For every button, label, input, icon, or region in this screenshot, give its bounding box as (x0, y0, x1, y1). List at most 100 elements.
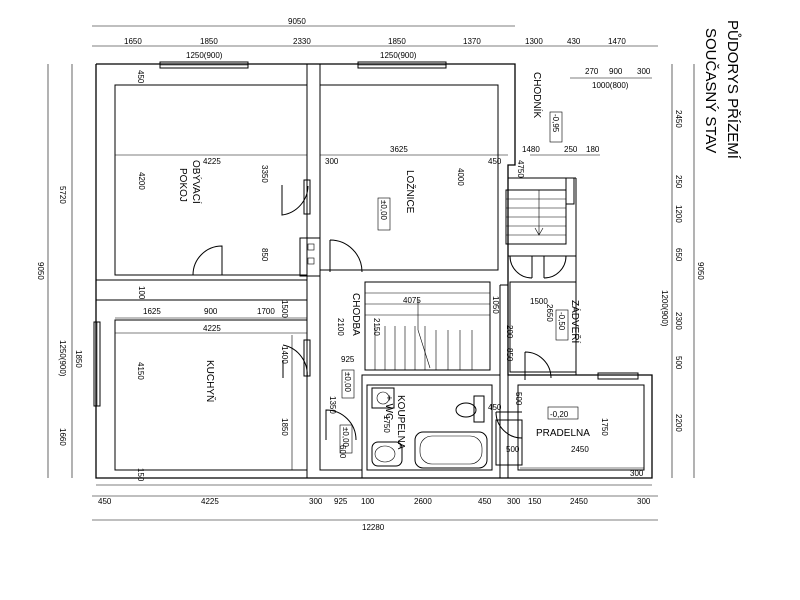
dim-left-1660: 1660 (58, 428, 67, 446)
window (565, 177, 575, 205)
dim-180: 180 (586, 145, 600, 154)
title-block: PŮDORYS PŘÍZEMÍ SOUČASNÝ STAV (702, 20, 742, 160)
dim-top: 1850 (200, 37, 218, 46)
vent-square (307, 257, 315, 265)
dim-300: 300 (637, 67, 651, 76)
dim-top: 1370 (463, 37, 481, 46)
dim-850: 850 (260, 248, 269, 262)
toilet (455, 402, 477, 418)
washbasin (371, 441, 403, 467)
dim-270: 270 (585, 67, 599, 76)
dim-1700: 1700 (257, 307, 275, 316)
dim-2450-prad: 2450 (571, 445, 589, 454)
window (597, 372, 639, 380)
fixtures (371, 387, 523, 469)
dimension-lines (47, 25, 695, 521)
windows (93, 61, 639, 407)
level-chodba: ±0,00 (343, 372, 352, 393)
dim-right-650: 650 (674, 248, 683, 262)
outdoor-chodnik: CHODNÍK (531, 72, 544, 118)
dim-4200: 4200 (137, 172, 146, 190)
dim-right-2450: 2450 (674, 110, 683, 128)
outer-wall (95, 63, 653, 479)
dim-bottom: 100 (361, 497, 375, 506)
dim-right-250: 250 (674, 175, 683, 189)
dim-bottom: 2600 (414, 497, 432, 506)
level-chodnik: -0,95 (551, 114, 560, 133)
dim-left-1250: 1250(900) (58, 340, 67, 377)
door-swing (281, 185, 309, 216)
door-swing (495, 411, 523, 439)
dim-top-total: 9050 (288, 17, 306, 26)
room-koupelna-line1: KOUPELNA (395, 395, 406, 450)
chimney-block (299, 237, 321, 277)
room-obyvaci-line1: OBÝVACÍ (190, 160, 203, 204)
dim-2100: 2100 (336, 318, 345, 336)
room-chodba: CHODBA (350, 293, 361, 336)
room-kuchyn: KUCHYŇ (204, 360, 217, 402)
dim-right-1200: 1200 (674, 205, 683, 223)
dim-450-bath: 450 (488, 403, 502, 412)
dim-top: 430 (567, 37, 581, 46)
room-labels: OBÝVACÍ POKOJ LOŽNICE KUCHYŇ CHODBA ZÁDV… (177, 72, 590, 450)
level-box (549, 111, 563, 143)
door-swing (329, 239, 363, 273)
dim-right-2200: 2200 (674, 414, 683, 432)
room-loznice: LOŽNICE (404, 170, 417, 214)
room-obyvaci-line2: POKOJ (177, 168, 188, 202)
dim-bottom: 450 (98, 497, 112, 506)
dim-150-kitchen: 150 (136, 468, 145, 482)
dim-1750-prad: 1750 (600, 418, 609, 436)
pradelna-outline (517, 384, 645, 471)
dim-500b: 500 (506, 445, 520, 454)
title-line-2: SOUČASNÝ STAV (702, 28, 719, 153)
title-line-1: PŮDORYS PŘÍZEMÍ (724, 20, 742, 160)
dim-4225-kitchen: 4225 (203, 324, 221, 333)
utility-cabinet (495, 419, 523, 466)
dim-bottom: 450 (478, 497, 492, 506)
dim-right-2300: 2300 (674, 312, 683, 330)
dim-4225-top: 4225 (203, 157, 221, 166)
level-loznice: ±0,00 (379, 200, 388, 221)
dim-right-500: 500 (674, 356, 683, 370)
dim-900: 900 (609, 67, 623, 76)
dim-1850-kitchen: 1850 (280, 418, 289, 436)
room-koupelna-line2: + WC (383, 395, 394, 420)
dim-1500: 1500 (280, 300, 289, 318)
dim-1625: 1625 (143, 307, 161, 316)
dim-right-9050: 9050 (696, 262, 705, 280)
room-pradelna: PRADELNA (536, 428, 590, 439)
dim-2650: 2650 (545, 304, 554, 322)
room-zadveri: ZÁDVEŘÍ (569, 300, 582, 344)
dim-top: 1470 (608, 37, 626, 46)
dim-bottom: 4225 (201, 497, 219, 506)
dim-2150: 2150 (372, 318, 381, 336)
dim-1350: 1350 (328, 396, 337, 414)
dim-200: 200 (505, 325, 514, 339)
dim-4000: 4000 (456, 168, 465, 186)
dim-1750-bath: 1750 (382, 415, 391, 433)
door-swing (509, 255, 533, 279)
dim-window: 1250(900) (186, 51, 223, 60)
dim-1050: 1050 (491, 296, 500, 314)
dim-1000: 1000(800) (592, 81, 629, 90)
stair-arrow (417, 300, 431, 369)
dim-300-prad: 300 (630, 469, 644, 478)
dim-600: 600 (338, 445, 347, 459)
dim-4150: 4150 (136, 362, 145, 380)
dim-925-mid: 925 (341, 355, 355, 364)
stairs (364, 189, 567, 371)
dim-1480: 1480 (522, 145, 540, 154)
dim-right-1200-900: 1200(900) (660, 290, 669, 327)
dim-top: 1650 (124, 37, 142, 46)
dim-850b: 850 (505, 348, 514, 362)
bathtub (414, 431, 488, 469)
dim-900k: 900 (204, 307, 218, 316)
door-swing (524, 351, 552, 380)
toilet-tank (473, 395, 485, 423)
building-walls (95, 63, 653, 479)
level-box (341, 369, 355, 399)
level-marks: ±0,00 ±0,00 ±0,00 -0,95 -0,50 -0,20 (339, 111, 579, 454)
interior-stair (364, 281, 491, 371)
